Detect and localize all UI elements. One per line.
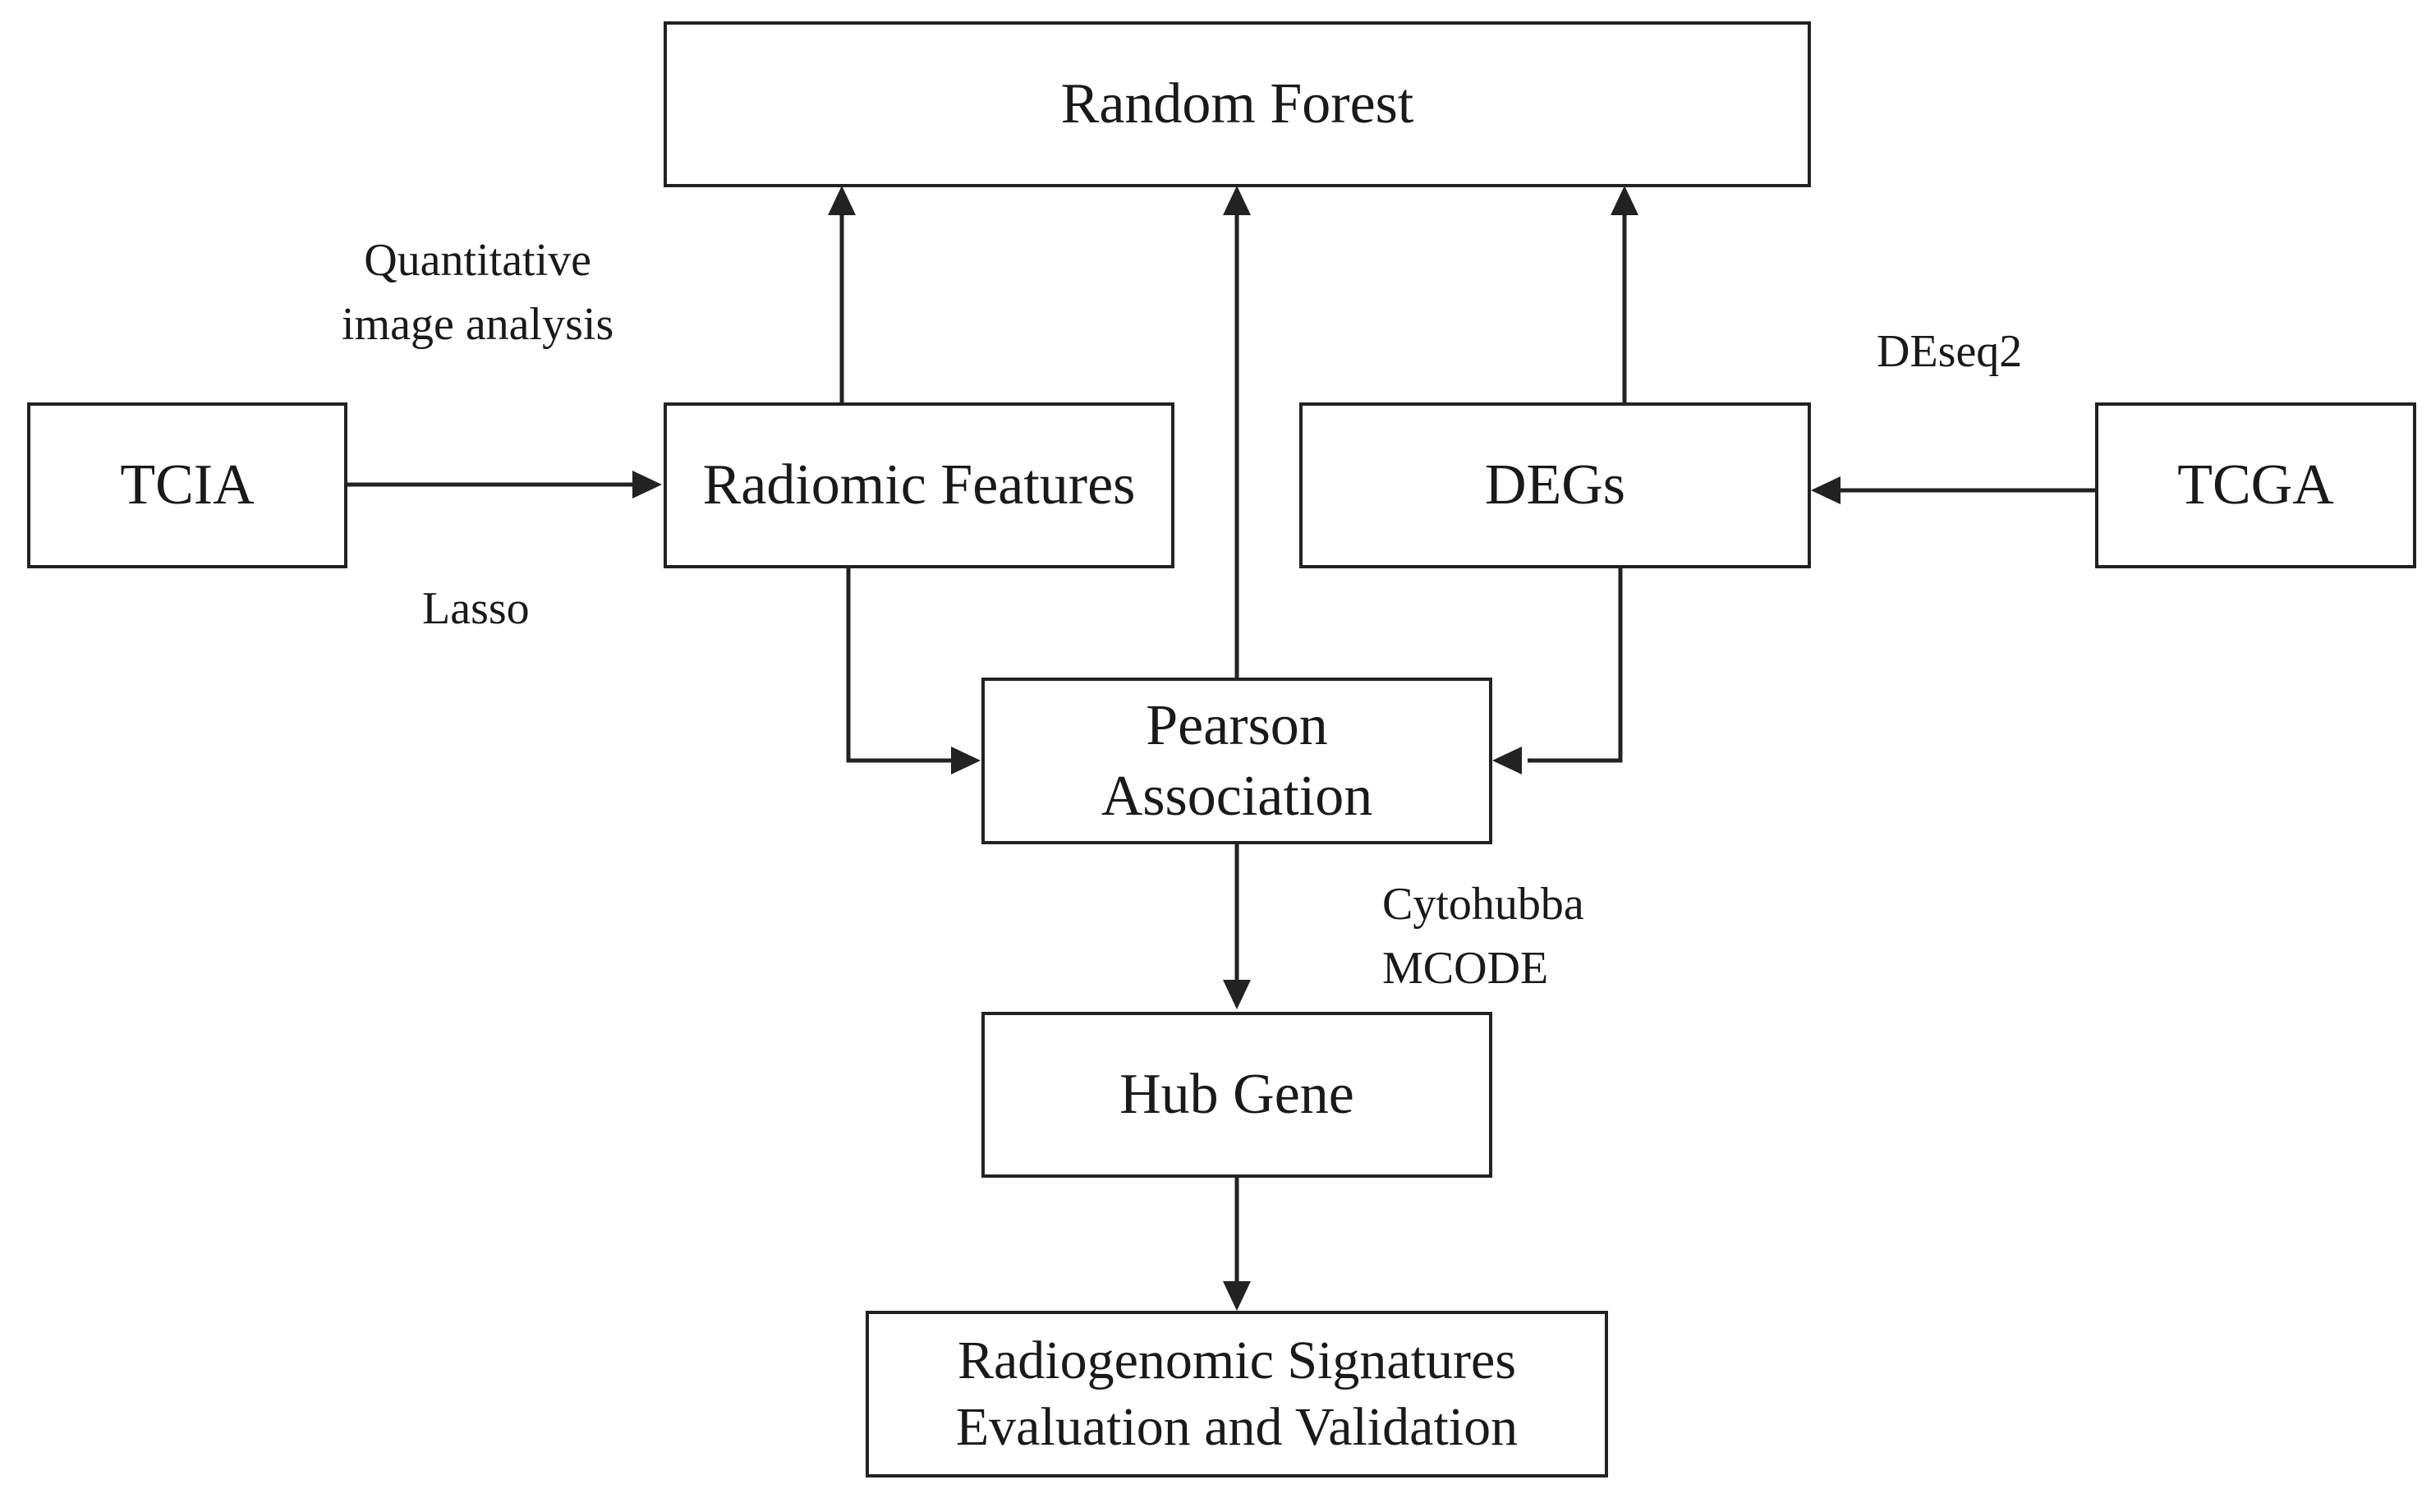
arrowhead-pearson-left [951,747,981,774]
label-quantitative-line1: Quantitative [364,235,592,286]
node-hub-gene: Hub Gene [981,1012,1492,1178]
label-deseq2: DEseq2 [1877,319,2022,384]
node-signatures-line1: Radiogenomic Signatures [957,1330,1517,1390]
node-tcia: TCIA [27,402,347,568]
node-pearson-association: Pearson Association [981,678,1492,844]
edge-radiomic-to-pearson [846,568,953,763]
node-random-forest: Random Forest [664,21,1811,187]
node-random-forest-label: Random Forest [1060,72,1414,136]
node-hub-gene-label: Hub Gene [1119,1063,1354,1127]
arrowhead-radiomic [632,471,662,499]
edge-degs-to-pearson [1528,568,1623,763]
arrowhead-signatures [1223,1281,1251,1311]
node-radiomic-features-label: Radiomic Features [702,453,1136,517]
node-pearson-line2: Association [1101,764,1373,828]
node-radiogenomic-signatures: Radiogenomic Signatures Evaluation and V… [866,1311,1608,1478]
label-quantitative-line2: image analysis [342,299,614,351]
node-tcga: TCGA [2095,402,2416,568]
node-signatures-line2: Evaluation and Validation [955,1396,1519,1457]
label-cytohubba-line1: Cytohubba [1382,879,1584,930]
label-lasso-text: Lasso [422,583,530,634]
arrowhead-pearson-right [1492,747,1522,774]
arrowhead-randomforest-left [828,186,856,215]
label-cytohubba-line2: MCODE [1382,943,1549,995]
node-tcga-label: TCGA [2177,453,2334,517]
node-pearson-line1: Pearson [1146,694,1328,758]
node-radiomic-features: Radiomic Features [664,402,1174,568]
arrowhead-randomforest-center [1223,186,1251,215]
node-degs-label: DEGs [1484,453,1626,517]
arrowhead-hubgene [1223,980,1251,1009]
label-quantitative-image-analysis: Quantitative image analysis [342,228,613,357]
node-tcia-label: TCIA [120,453,255,517]
arrowhead-degs [1811,476,1840,504]
node-degs: DEGs [1299,402,1811,568]
label-deseq2-text: DEseq2 [1877,326,2023,377]
label-lasso: Lasso [422,577,530,641]
arrowhead-randomforest-right [1611,186,1638,215]
label-cytohubba-mcode: Cytohubba MCODE [1382,872,1584,1001]
